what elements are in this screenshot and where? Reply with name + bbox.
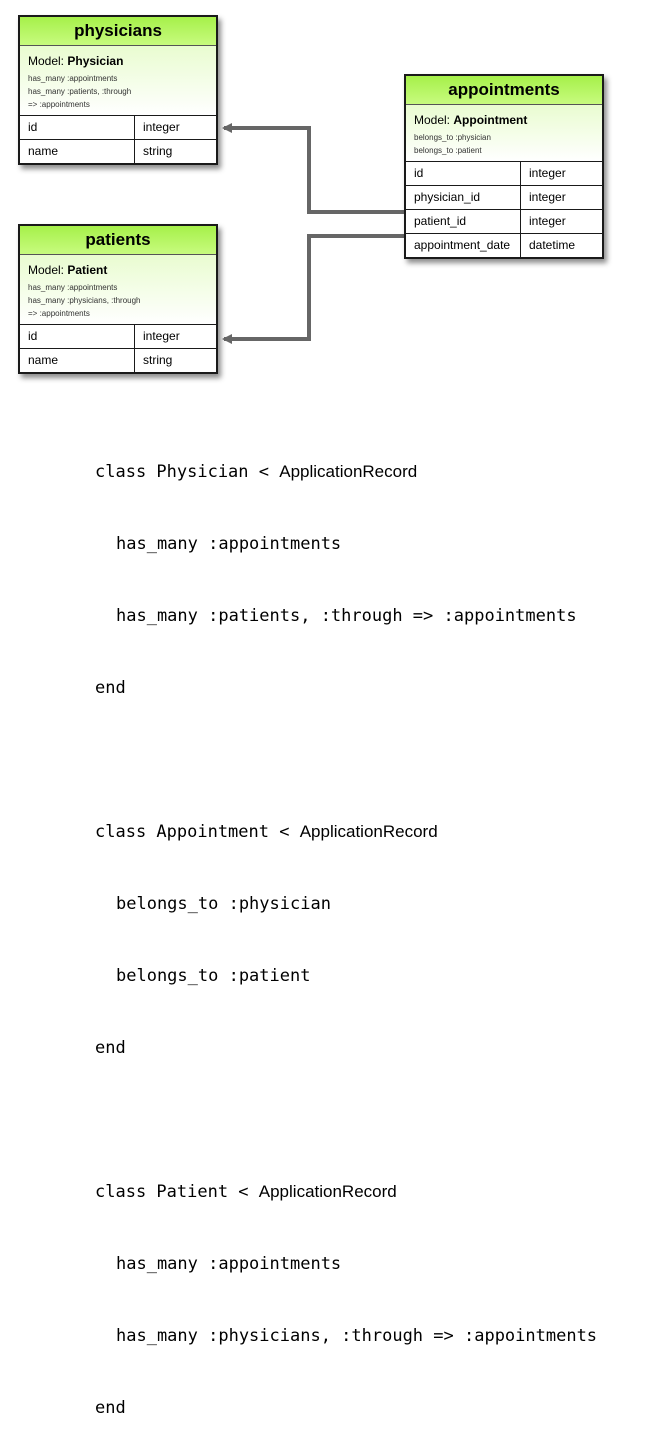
column-type: string <box>143 353 173 367</box>
association-line: belongs_to :patient <box>414 146 482 155</box>
table-row: patient_id integer <box>406 210 602 234</box>
code-line: has_many :appointments <box>116 1254 342 1274</box>
relationship-connectors <box>222 123 404 344</box>
table-row: id integer <box>20 325 216 349</box>
association-line: => :appointments <box>28 309 90 318</box>
column-type: datetime <box>529 238 576 252</box>
table-row: name string <box>20 140 216 163</box>
column-name: patient_id <box>406 210 521 233</box>
base-class: ApplicationRecord <box>279 462 418 481</box>
class-decl-text: class Patient < <box>95 1182 259 1202</box>
column-type: string <box>143 144 173 158</box>
physician-fk-arrow <box>222 123 404 214</box>
table-row: appointment_date datetime <box>406 234 602 257</box>
column-name: id <box>20 325 135 348</box>
model-line: Model: Appointment <box>414 113 594 127</box>
column-name: name <box>20 349 135 372</box>
column-name: name <box>20 140 135 163</box>
column-name: id <box>20 116 135 139</box>
table-row: id integer <box>406 162 602 186</box>
model-name: Patient <box>67 263 108 277</box>
model-section: Model: Patient has_many :appointments ha… <box>20 255 216 325</box>
base-class: ApplicationRecord <box>258 1182 397 1201</box>
physicians-table: physicians Model: Physician has_many :ap… <box>18 15 218 165</box>
association-line: has_many :appointments <box>28 74 118 83</box>
model-name: Physician <box>67 54 124 68</box>
code-listing: class Physician < ApplicationRecord has_… <box>95 412 597 1444</box>
model-line: Model: Physician <box>28 54 208 68</box>
column-name: appointment_date <box>406 234 521 257</box>
code-line: has_many :appointments <box>116 534 342 554</box>
model-prefix: Model: <box>28 54 65 68</box>
patient-fk-arrow <box>222 234 404 344</box>
association-line: has_many :physicians, :through <box>28 296 141 305</box>
base-class: ApplicationRecord <box>299 822 438 841</box>
association-line: belongs_to :physician <box>414 133 491 142</box>
code-line: has_many :physicians, :through => :appoi… <box>116 1326 598 1346</box>
class-declaration: class Patient < ApplicationRecord <box>95 1180 597 1204</box>
patients-table: patients Model: Patient has_many :appoin… <box>18 224 218 374</box>
class-declaration: class Physician < ApplicationRecord <box>95 460 597 484</box>
association-line: => :appointments <box>28 100 90 109</box>
column-type: integer <box>143 329 180 343</box>
class-decl-text: class Appointment < <box>95 822 300 842</box>
table-title: patients <box>20 226 216 255</box>
model-line: Model: Patient <box>28 263 208 277</box>
column-type: integer <box>529 214 566 228</box>
column-type: integer <box>529 190 566 204</box>
model-prefix: Model: <box>414 113 451 127</box>
model-prefix: Model: <box>28 263 65 277</box>
table-row: id integer <box>20 116 216 140</box>
end-keyword: end <box>95 1038 126 1058</box>
association-line: has_many :patients, :through <box>28 87 132 96</box>
table-title: physicians <box>20 17 216 46</box>
association-line: has_many :appointments <box>28 283 118 292</box>
code-line: belongs_to :physician <box>116 894 331 914</box>
column-type: integer <box>529 166 566 180</box>
table-title: appointments <box>406 76 602 105</box>
model-section: Model: Appointment belongs_to :physician… <box>406 105 602 162</box>
code-line: has_many :patients, :through => :appoint… <box>116 606 577 626</box>
model-section: Model: Physician has_many :appointments … <box>20 46 216 116</box>
model-name: Appointment <box>453 113 528 127</box>
end-keyword: end <box>95 1398 126 1418</box>
table-row: physician_id integer <box>406 186 602 210</box>
appointments-table: appointments Model: Appointment belongs_… <box>404 74 604 259</box>
column-name: id <box>406 162 521 185</box>
class-declaration: class Appointment < ApplicationRecord <box>95 820 597 844</box>
class-decl-text: class Physician < <box>95 462 280 482</box>
column-type: integer <box>143 120 180 134</box>
table-row: name string <box>20 349 216 372</box>
column-name: physician_id <box>406 186 521 209</box>
code-line: belongs_to :patient <box>116 966 311 986</box>
end-keyword: end <box>95 678 126 698</box>
